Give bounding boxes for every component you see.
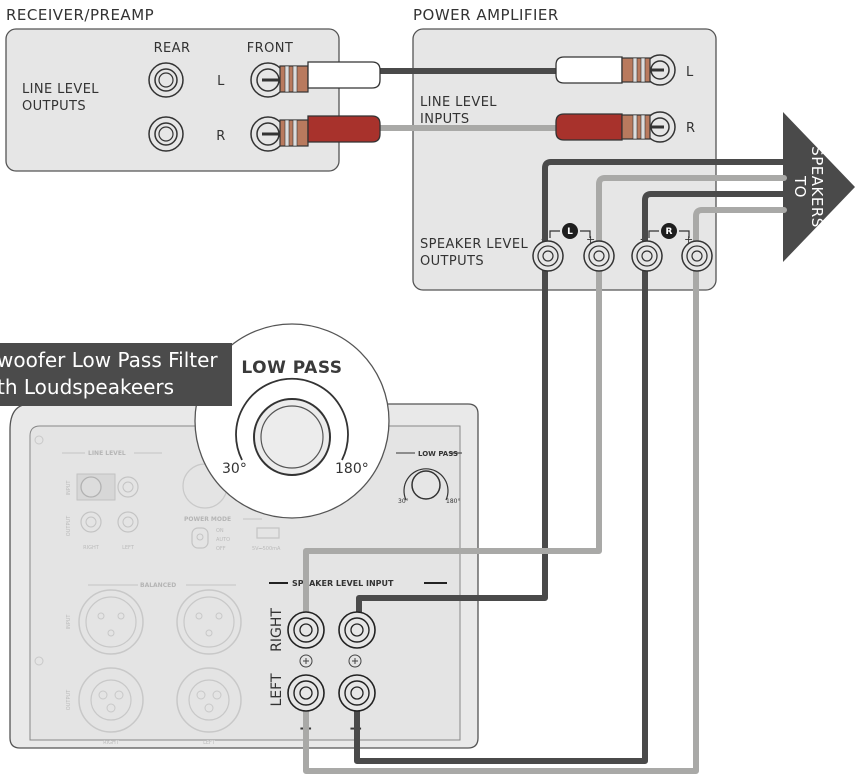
badge-right-plus: + <box>684 233 694 246</box>
wire-spk-left-plus <box>596 175 787 256</box>
sub-power-auto: AUTO <box>216 537 230 543</box>
sub-line-left-label: LEFT <box>122 545 135 551</box>
wire-spk-right-minus <box>642 191 787 256</box>
sub-power-mode-label: POWER MODE <box>184 516 231 523</box>
xlr-input-right <box>78 589 144 655</box>
sub-input-label: INPUT <box>66 480 72 496</box>
sub-low-pass-min: 30° <box>398 498 409 505</box>
to-speakers-arrow: TO SPEAKERS <box>783 112 855 262</box>
badge-right-text: R <box>666 227 673 237</box>
wire-left-minus <box>356 250 548 618</box>
xlr-output-right <box>78 667 144 733</box>
speaker-level-input-label: SPEAKER LEVEL INPUT <box>292 579 394 588</box>
wire-right-plus <box>303 250 699 774</box>
amp-speaker-level-2: OUTPUTS <box>420 254 484 269</box>
sub-power-off: OFF <box>216 546 226 552</box>
sub-low-pass-label: LOW PASS <box>418 450 458 458</box>
rca-plugs <box>262 56 664 147</box>
zoom-max-label: 180° <box>335 461 369 477</box>
caption-line-1: woofer Low Pass Filter <box>0 348 218 372</box>
sub-balanced-label: BALANCED <box>140 582 176 589</box>
receiver-line-level-1: LINE LEVEL <box>22 82 99 97</box>
wires <box>303 68 787 774</box>
plug-amp-right <box>555 113 664 141</box>
sub-terminal-left-minus <box>338 674 376 712</box>
badge-left-text: L <box>567 227 573 237</box>
xlr-input-left <box>176 589 242 655</box>
sub-low-pass-max: 180° <box>446 498 460 505</box>
amp-terminal-right-minus <box>631 240 663 272</box>
badge-left-plus: + <box>586 233 596 246</box>
wire-spk-right-plus <box>693 207 787 256</box>
sub-speaker-terminals <box>287 611 376 712</box>
amp-l-label: L <box>686 65 694 80</box>
sub-output-label: OUTPUT <box>66 515 72 536</box>
amp-speaker-level-1: SPEAKER LEVEL <box>420 237 528 252</box>
wire-spk-left-minus <box>542 159 787 256</box>
plug-amp-left <box>555 56 664 84</box>
rear-label: REAR <box>154 41 191 56</box>
receiver-r-label: R <box>216 129 225 144</box>
zoom-min-label: 30° <box>222 461 247 477</box>
amp-r-label: R <box>686 121 695 136</box>
plug-receiver-right <box>262 115 381 147</box>
sub-terminal-right-plus <box>287 611 325 649</box>
sub-bal-input-label: INPUT <box>66 614 72 630</box>
sub-bal-right-label: RIGHT <box>103 740 120 746</box>
amp-terminal-left-plus <box>583 240 615 272</box>
rear-jack-l <box>148 62 184 98</box>
xlr-output-left <box>176 667 242 733</box>
wire-right-minus <box>354 250 648 764</box>
power-amplifier: POWER AMPLIFIER LINE LEVEL INPUTS L R SP… <box>412 6 717 291</box>
sub-usb-label: 5V⎓500mA <box>252 546 281 552</box>
wire-left-plus <box>303 250 602 618</box>
receiver-preamp: RECEIVER/PREAMP REAR FRONT LINE LEVEL OU… <box>5 6 340 172</box>
rear-jack-r <box>148 116 184 152</box>
receiver-line-level-2: OUTPUTS <box>22 99 86 114</box>
sub-line-level-label: LINE LEVEL <box>88 450 126 457</box>
amp-terminal-left-minus <box>532 240 564 272</box>
amp-terminal-right-plus <box>681 240 713 272</box>
speaker-left-label: LEFT <box>269 673 285 706</box>
to-speakers-text-1: TO <box>791 175 809 198</box>
to-speakers-text-2: SPEAKERS <box>808 146 826 228</box>
plug-receiver-left <box>262 61 381 93</box>
sub-bal-output-label: OUTPUT <box>66 689 72 710</box>
speaker-right-label: RIGHT <box>269 608 285 652</box>
front-label: FRONT <box>247 41 293 56</box>
sub-line-right-label: RIGHT <box>83 545 100 551</box>
amplifier-title: POWER AMPLIFIER <box>413 6 559 24</box>
caption-line-2: th Loudspeakeers <box>0 375 174 399</box>
sub-power-on: ON <box>216 528 224 534</box>
amp-line-level-2: INPUTS <box>420 112 470 127</box>
zoom-low-pass-title: LOW PASS <box>241 358 342 378</box>
zoom-knob-arc <box>235 377 349 461</box>
low-pass-zoom-callout: LOW PASS 30° 180° <box>194 323 390 519</box>
amp-line-level-1: LINE LEVEL <box>420 95 497 110</box>
receiver-title: RECEIVER/PREAMP <box>6 6 154 24</box>
sub-terminal-left-plus <box>287 674 325 712</box>
sub-terminal-right-minus <box>338 611 376 649</box>
caption-box: woofer Low Pass Filter th Loudspeakeers <box>0 343 232 406</box>
receiver-l-label: L <box>217 74 225 89</box>
amp-speaker-terminals <box>532 240 713 272</box>
sub-bal-left-label: LEFT <box>203 740 216 746</box>
